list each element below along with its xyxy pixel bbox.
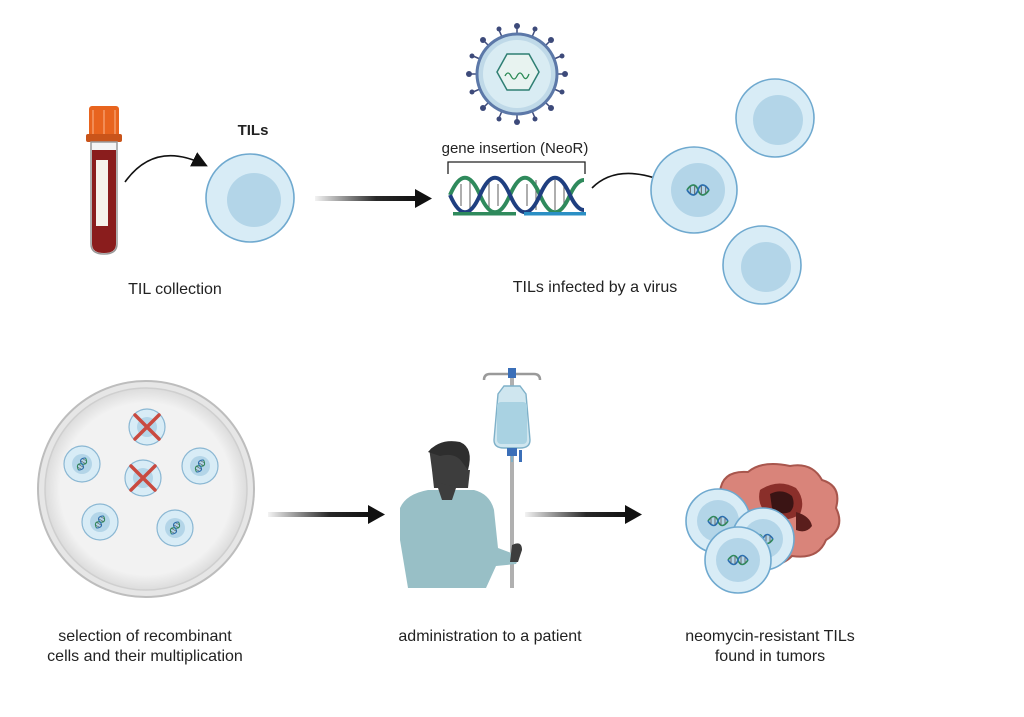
tils-label: TILs (237, 122, 269, 139)
recombinant-cell (81, 503, 119, 541)
petri-dish-icon (37, 380, 255, 598)
selection-caption: selection of recombinant cells and their… (20, 627, 270, 667)
tils-infected-caption: TILs infected by a virus (512, 279, 678, 296)
arrow-to-patient (268, 505, 385, 524)
gene-insertion-bracket (447, 161, 586, 174)
neomycin-caption-line1: neomycin-resistant TILs (685, 628, 855, 645)
neomycin-resistant-til (704, 526, 772, 594)
virus-icon (466, 23, 568, 125)
patient-icon (400, 441, 522, 588)
arrow-to-tumor (525, 505, 642, 524)
neomycin-caption-line2: found in tumors (714, 648, 826, 665)
gene-insertion-label: gene insertion (NeoR) (441, 140, 589, 157)
administration-caption: administration to a patient (398, 628, 582, 645)
rejected-cell (128, 408, 166, 446)
neor-segment-blue (524, 212, 586, 216)
til-cell (205, 153, 295, 243)
neor-segment-green (453, 212, 516, 216)
selection-caption-line1: selection of recombinant (58, 628, 232, 645)
selection-caption-line2: cells and their multiplication (47, 648, 243, 665)
dna-helix-icon (448, 175, 585, 215)
til-cell (722, 225, 802, 305)
arrow-collection (124, 152, 208, 183)
recombinant-cell (63, 445, 101, 483)
infected-til-cell (650, 146, 738, 234)
rejected-cell (124, 459, 162, 497)
blood-tube-icon (86, 106, 122, 255)
iv-drip-icon (482, 368, 542, 588)
til-cell (735, 78, 815, 158)
arrow-to-gene-insertion (315, 189, 432, 208)
recombinant-cell (181, 447, 219, 485)
recombinant-cell (156, 509, 194, 547)
neomycin-caption: neomycin-resistant TILs found in tumors (660, 627, 880, 667)
til-collection-caption: TIL collection (128, 281, 222, 298)
